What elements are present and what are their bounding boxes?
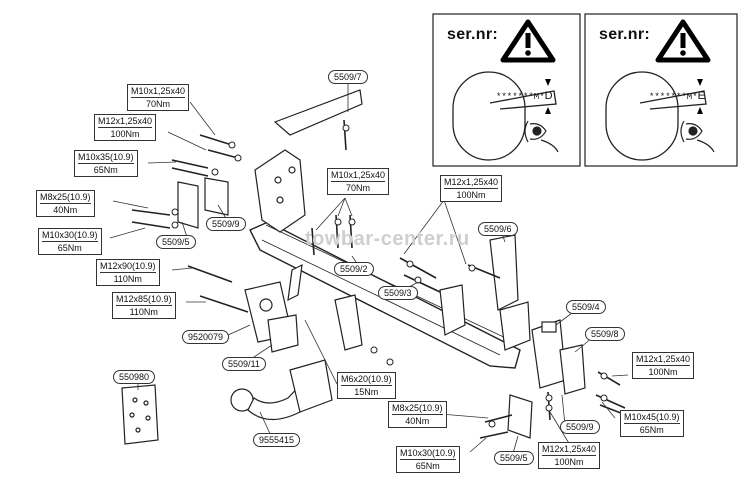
bolt-spec: M12x90(10.9) 110Nm [96,259,160,286]
part-label: 5509/2 [334,262,374,276]
bolt-spec: M10x30(10.9) 65Nm [38,228,102,255]
warning-icon [500,19,556,63]
bolt-size: M10x45(10.9) [624,412,680,424]
washers-nuts [171,124,608,428]
bolt-spec: M10x1,25x40 70Nm [327,168,390,195]
bolt-spec: M10x30(10.9) 65Nm [396,446,460,473]
part-label: 5509/11 [222,357,266,371]
bolt-torque: 100Nm [554,457,584,467]
serial-label: ser.nr: [599,26,651,43]
bolt-torque: 65Nm [57,243,82,253]
part-label: 9520079 [182,330,230,344]
bolt-size: M8x25(10.9) [40,192,91,204]
bolt-size: M6x20(10.9) [341,374,392,386]
part-label: 5509/9 [206,217,246,231]
towball-assembly [230,359,333,421]
bolt-spec: M12x1,25x40 100Nm [632,352,695,379]
bolt-size: M10x1,25x40 [131,86,186,98]
bolt-spec: M8x25(10.9) 40Nm [388,401,447,428]
bolt-size: M12x1,25x40 [636,354,691,366]
bolt-spec: M10x45(10.9) 65Nm [620,410,684,437]
eye-icon [524,120,715,153]
serial-code-stars: *******M* [649,92,698,102]
part-label: 5509/7 [328,70,368,84]
bolt-torque: 110Nm [113,274,142,284]
bolt-size: M12x90(10.9) [100,261,156,273]
bolt-size: M8x25(10.9) [392,403,443,415]
bolt-torque: 15Nm [354,387,379,397]
bolt-size: M12x1,25x40 [444,177,499,189]
bolt-spec: M10x35(10.9) 65Nm [74,150,138,177]
right-end-plates [507,319,586,439]
right-side-bracket [439,234,531,351]
serial-code: *******M*D [496,90,553,102]
electrical-kit-bag [121,384,159,445]
serial-label: ser.nr: [447,26,499,43]
part-label: 5509/4 [566,300,606,314]
watermark: towbar-center.ru [305,228,470,250]
part-label: 9555415 [253,433,301,447]
ball-mount-bracket [244,281,299,353]
bolt-torque: 70Nm [146,99,171,109]
center-bracket [287,263,363,351]
serial-placard-shape [452,71,707,161]
part-label: 5509/3 [378,286,418,300]
part-label: 5509/5 [156,235,196,249]
part-label: 5509/5 [494,451,534,465]
part-label: 550980 [113,370,156,384]
bolt-spec: M6x20(10.9) 15Nm [337,372,396,399]
bolt-size: M10x30(10.9) [400,448,456,460]
bolt-torque: 65Nm [639,425,664,435]
bolt-spec: M12x1,25x40 100Nm [94,114,157,141]
bolt-size: M12x85(10.9) [116,294,172,306]
bolt-torque: 100Nm [110,129,140,139]
bolt-spec: M10x1,25x40 70Nm [127,84,190,111]
serial-code-stars: *******M* [496,92,545,102]
part-label: 5509/9 [560,420,600,434]
bolt-torque: 65Nm [93,165,118,175]
bolt-torque: 40Nm [53,205,78,215]
bolt-spec: M12x1,25x40 100Nm [538,442,601,469]
bolt-torque: 100Nm [456,190,486,200]
serial-code-letter: E [697,90,705,102]
bolt-torque: 70Nm [346,183,371,193]
serial-code: *******M*E [649,90,705,102]
left-side-bracket [254,89,363,233]
arrow-marks [545,79,703,114]
warning-icon [655,19,711,63]
bolt-size: M10x30(10.9) [42,230,98,242]
bolt-size: M10x1,25x40 [331,170,386,182]
bolt-torque: 40Nm [405,416,430,426]
bolt-spec: M12x85(10.9) 110Nm [112,292,176,319]
left-mounting-plates [177,177,229,229]
part-label: 5509/6 [478,222,518,236]
serial-code-letter: D [544,90,553,102]
bolt-spec: M12x1,25x40 100Nm [440,175,503,202]
bolt-torque: 65Nm [415,461,440,471]
bolt-spec: M8x25(10.9) 40Nm [36,190,95,217]
bolt-torque: 100Nm [648,367,678,377]
bolt-size: M12x1,25x40 [98,116,153,128]
bolt-size: M12x1,25x40 [542,444,597,456]
part-label: 5509/8 [585,327,625,341]
bolt-torque: 110Nm [129,307,158,317]
bolt-size: M10x35(10.9) [78,152,134,164]
